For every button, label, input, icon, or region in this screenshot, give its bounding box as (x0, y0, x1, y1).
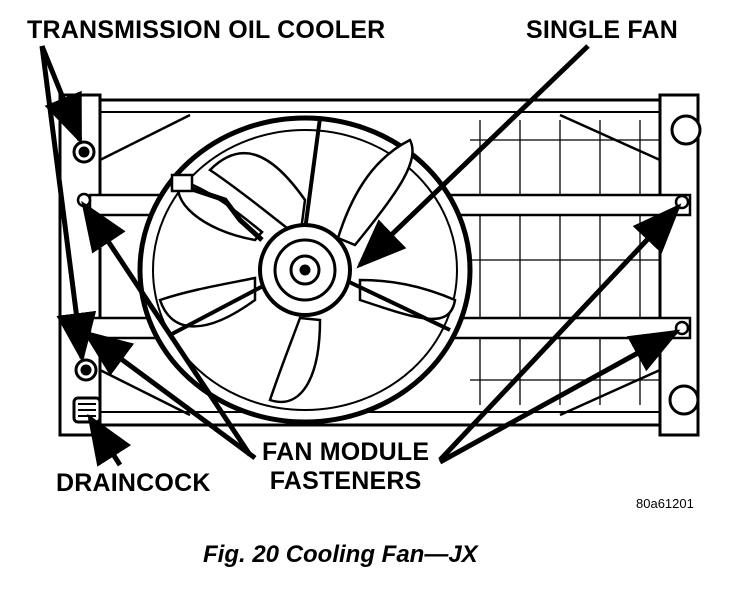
fastener-upper-right (674, 194, 690, 210)
arrow-draincock (87, 413, 132, 467)
fastener-lower-right (674, 320, 690, 336)
right-tank (658, 93, 700, 437)
arrow-fmf-lower-right (438, 329, 681, 465)
arrow-fmf-upper-right (438, 203, 682, 462)
fan-blades (158, 138, 457, 403)
figure-caption: Fig. 20 Cooling Fan—JX (203, 541, 478, 568)
leader-lines (39, 44, 682, 467)
label-fan-module-fasteners: FAN MODULE FASTENERS (262, 438, 429, 496)
label-single-fan: SINGLE FAN (526, 16, 679, 44)
arrow-toc-lower (39, 45, 97, 363)
draincock (72, 396, 102, 424)
arrow-single-fan (356, 44, 590, 269)
arrow-toc-upper (39, 45, 83, 145)
label-draincock: DRAINCOCK (56, 469, 211, 497)
lower-hose-neck (668, 384, 700, 416)
fan-wire-harness (179, 182, 264, 242)
label-transmission-oil-cooler: TRANSMISSION OIL COOLER (27, 16, 386, 44)
fan-connector (170, 173, 194, 193)
arrow-fmf-lower-left (81, 330, 257, 461)
motor-mount-arms (169, 117, 451, 337)
fan (137, 115, 473, 425)
upper-hose-neck (670, 114, 702, 146)
arrow-fmf-upper-left (81, 200, 253, 457)
label-fan-module-line2: FASTENERS (269, 467, 422, 495)
fastener-upper-left (76, 192, 92, 208)
label-fan-module-line1: FAN MODULE (262, 438, 430, 466)
figure-code: 80a61201 (636, 496, 694, 511)
